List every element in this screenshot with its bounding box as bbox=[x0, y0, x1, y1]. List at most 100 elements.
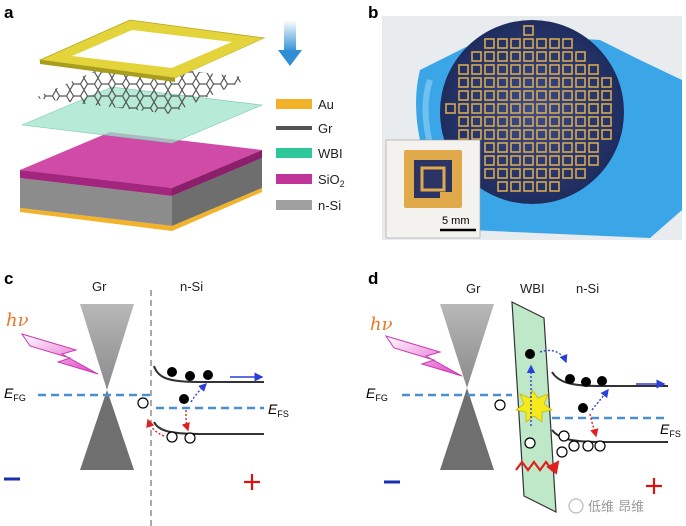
panel-b-letter: b bbox=[368, 3, 378, 22]
device-pad bbox=[549, 181, 560, 192]
legend-item-n-si: n-Si bbox=[276, 198, 341, 213]
device-pad bbox=[588, 142, 599, 153]
legend-label-wbi: WBI bbox=[318, 146, 343, 161]
device-pad bbox=[484, 77, 495, 88]
panel-c-photon-label: hν bbox=[6, 310, 29, 331]
device-pad bbox=[523, 155, 534, 166]
panel-c-light-bolt bbox=[20, 333, 99, 375]
legend-label-au: Au bbox=[318, 97, 334, 112]
device-pad bbox=[549, 77, 560, 88]
device-pad bbox=[523, 168, 534, 179]
device-pad bbox=[523, 77, 534, 88]
device-pad bbox=[471, 64, 482, 75]
panel-d-photon-label: hν bbox=[370, 314, 393, 335]
device-pad bbox=[588, 116, 599, 127]
panel-c-conduction-band bbox=[153, 365, 264, 383]
device-pad bbox=[510, 155, 521, 166]
device-pad bbox=[523, 103, 534, 114]
device-pad bbox=[510, 103, 521, 114]
layer-legend: Au Gr WBI SiO2 n-Si bbox=[276, 97, 345, 213]
panel-d-electron-transfer-arrow bbox=[539, 349, 568, 364]
device-pad bbox=[536, 181, 547, 192]
device-pad bbox=[601, 77, 612, 88]
device-pad bbox=[536, 116, 547, 127]
legend-item-au: Au bbox=[276, 97, 334, 112]
device-pad bbox=[562, 90, 573, 101]
device-pad bbox=[497, 103, 508, 114]
device-pad bbox=[523, 116, 534, 127]
device-pad bbox=[523, 129, 534, 140]
device-pad bbox=[549, 116, 560, 127]
device-pad bbox=[562, 168, 573, 179]
panel-d-holes bbox=[494, 399, 606, 458]
panel-c-letter: c bbox=[4, 269, 13, 288]
device-pad bbox=[523, 51, 534, 62]
panel-d: d Gr WBI n-Si hν EFG EFS bbox=[366, 269, 681, 515]
device-pad bbox=[510, 77, 521, 88]
panel-d-gr-label: Gr bbox=[466, 281, 481, 296]
device-pad bbox=[484, 142, 495, 153]
device-pad bbox=[562, 155, 573, 166]
device-pad bbox=[484, 168, 495, 179]
device-pad bbox=[471, 51, 482, 62]
device-pad bbox=[497, 142, 508, 153]
device-pad bbox=[445, 103, 456, 114]
incident-light-arrow bbox=[278, 20, 302, 66]
device-pad bbox=[510, 129, 521, 140]
legend-item-sio2: SiO2 bbox=[276, 172, 345, 189]
device-pad bbox=[549, 142, 560, 153]
panel-d-excitation-star bbox=[515, 389, 553, 423]
device-pad bbox=[497, 129, 508, 140]
device-pad bbox=[497, 155, 508, 166]
device-pad bbox=[471, 90, 482, 101]
legend-label-gr: Gr bbox=[318, 121, 333, 136]
panel-d-electron-excitation-arrow bbox=[591, 388, 609, 411]
device-pad bbox=[575, 142, 586, 153]
device-pad bbox=[549, 64, 560, 75]
device-pad bbox=[523, 64, 534, 75]
device-pad bbox=[575, 168, 586, 179]
top-au-electrode bbox=[38, 19, 266, 82]
device-pad bbox=[588, 103, 599, 114]
legend-item-wbi: WBI bbox=[276, 146, 343, 161]
panel-c-hole-relax-arrow bbox=[181, 409, 190, 432]
panel-d-wbi-label: WBI bbox=[520, 281, 545, 296]
device-pad bbox=[536, 103, 547, 114]
device-pad bbox=[588, 155, 599, 166]
device-pad bbox=[484, 129, 495, 140]
device-pad bbox=[497, 168, 508, 179]
device-pad bbox=[588, 129, 599, 140]
single-device-inset: 5 mm bbox=[385, 139, 481, 239]
device-pad bbox=[536, 51, 547, 62]
panel-c-electron-excitation-arrow bbox=[190, 383, 207, 403]
device-pad bbox=[510, 38, 521, 49]
device-pad bbox=[497, 181, 508, 192]
device-pad bbox=[575, 129, 586, 140]
device-array bbox=[445, 25, 612, 192]
watermark: 低维 昂维 bbox=[568, 498, 644, 515]
device-pad bbox=[510, 51, 521, 62]
device-pad bbox=[588, 90, 599, 101]
device-pad bbox=[601, 90, 612, 101]
device-pad bbox=[510, 181, 521, 192]
panel-d-hole-blocked-arrow bbox=[515, 460, 560, 475]
silicon-wafer bbox=[440, 20, 624, 204]
device-pad bbox=[562, 103, 573, 114]
device-pad bbox=[536, 129, 547, 140]
device-pad bbox=[549, 168, 560, 179]
device-pad bbox=[549, 103, 560, 114]
panel-d-plus-sign bbox=[646, 478, 662, 494]
device-pad bbox=[536, 142, 547, 153]
device-pad bbox=[562, 142, 573, 153]
device-pad bbox=[575, 155, 586, 166]
device-pad bbox=[484, 90, 495, 101]
panel-d-dirac-cone-upper bbox=[440, 304, 494, 388]
device-pad bbox=[588, 77, 599, 88]
device-pad bbox=[458, 129, 469, 140]
panel-b: b 5 mm bbox=[368, 3, 682, 240]
panel-c-dirac-cone-lower bbox=[80, 390, 134, 470]
device-pad bbox=[510, 64, 521, 75]
device-pad bbox=[497, 51, 508, 62]
panel-d-letter: d bbox=[368, 269, 378, 288]
panel-c-valence-band bbox=[153, 421, 264, 435]
